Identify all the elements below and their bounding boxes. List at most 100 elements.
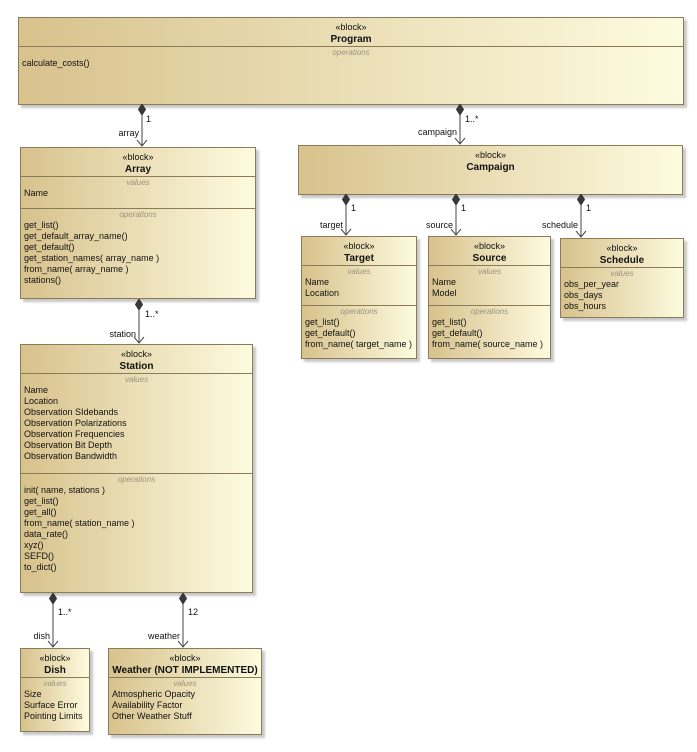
- feature-item: calculate_costs(): [22, 58, 90, 68]
- multiplicity-label: 1: [146, 114, 152, 124]
- connector-program-campaign[interactable]: [452, 104, 468, 145]
- feature-item: Observation Bit Depth: [24, 440, 113, 450]
- stereotype-label: «block»: [335, 22, 367, 32]
- connector-station-dish[interactable]: [45, 593, 61, 648]
- arrowhead-icon: [454, 137, 466, 145]
- stereotype-label: «block»: [122, 152, 154, 162]
- compartment-label: values: [347, 267, 371, 276]
- stereotype-label: «block»: [39, 653, 71, 663]
- multiplicity-label: 1: [586, 203, 592, 213]
- feature-item: to_dict(): [24, 562, 57, 572]
- connector-campaign-source[interactable]: [448, 194, 464, 236]
- compartment-label: values: [126, 178, 150, 187]
- feature-item: Name: [24, 385, 49, 395]
- feature-item: Observation Polarizations: [24, 418, 127, 428]
- compartment-label: values: [43, 679, 67, 688]
- feature-item: Observation Frequencies: [24, 429, 125, 439]
- feature-item: stations(): [24, 275, 62, 285]
- stereotype-label: «block»: [169, 653, 201, 663]
- operations-compartment: operations get_list()get_default_array_n…: [21, 208, 255, 298]
- feature-item: from_name( target_name ): [305, 339, 413, 349]
- composition-diamond-icon: [137, 104, 147, 116]
- feature-item: get_default(): [305, 328, 356, 338]
- feature-item: Pointing Limits: [24, 711, 83, 721]
- feature-item: Observation Bandwidth: [24, 451, 118, 461]
- connector-campaign-target[interactable]: [338, 194, 354, 236]
- feature-item: Location: [305, 288, 340, 298]
- composition-diamond-icon: [48, 593, 58, 605]
- block-campaign[interactable]: «block» Campaign: [298, 145, 683, 195]
- compartment-label: operations: [340, 307, 378, 316]
- feature-item: xyz(): [24, 540, 44, 550]
- arrowhead-icon: [575, 230, 587, 238]
- stereotype-label: «block»: [343, 241, 375, 251]
- role-label-weather: weather: [147, 631, 180, 641]
- block-title: Station: [119, 361, 154, 372]
- multiplicity-label: 1..*: [58, 607, 72, 617]
- block-title: Target: [344, 253, 374, 264]
- block-title: Source: [472, 253, 507, 264]
- feature-item: Location: [24, 396, 59, 406]
- feature-item: Name: [24, 188, 49, 198]
- stereotype-label: «block»: [120, 349, 153, 359]
- arrowhead-icon: [177, 640, 189, 648]
- feature-item: from_name( source_name ): [432, 339, 544, 349]
- feature-item: get_list(): [305, 317, 340, 327]
- feature-item: get_default_array_name(): [24, 231, 128, 241]
- compartment-label: values: [173, 679, 197, 688]
- multiplicity-label: 1: [351, 203, 357, 213]
- block-array[interactable]: «block» Array values Name operations get…: [20, 147, 256, 299]
- block-program[interactable]: «block» Program operations calculate_cos…: [18, 17, 684, 105]
- compartment-label: values: [477, 267, 502, 276]
- feature-item: Availability Factor: [112, 700, 183, 710]
- composition-diamond-icon: [178, 593, 188, 605]
- multiplicity-label: 12: [188, 607, 199, 617]
- operations-compartment: operations calculate_costs(): [19, 46, 683, 104]
- arrowhead-icon: [47, 640, 59, 648]
- connector-program-array[interactable]: [134, 104, 150, 147]
- feature-item: get_all(): [24, 507, 57, 517]
- connector-array-station[interactable]: [131, 299, 147, 344]
- block-title: Weather (NOT IMPLEMENTED): [112, 665, 258, 676]
- feature-item: Size: [24, 689, 42, 699]
- multiplicity-label: 1..*: [145, 309, 159, 319]
- composition-diamond-icon: [576, 194, 586, 206]
- operations-compartment: operations get_list()get_default()from_n…: [429, 305, 550, 358]
- feature-item: get_list(): [432, 317, 467, 327]
- compartment-label: operations: [117, 475, 156, 484]
- compartment-label: operations: [332, 48, 370, 57]
- block-weather[interactable]: «block» Weather (NOT IMPLEMENTED) values…: [108, 648, 262, 735]
- compartment-label: values: [124, 375, 149, 384]
- feature-item: obs_hours: [564, 301, 607, 311]
- feature-item: Surface Error: [24, 700, 78, 710]
- role-label-dish: dish: [33, 631, 50, 641]
- role-label-station: station: [109, 329, 136, 339]
- feature-item: Observation SIdebands: [24, 407, 119, 417]
- block-title: Campaign: [466, 162, 515, 173]
- feature-item: get_default(): [24, 242, 75, 252]
- connector-campaign-schedule[interactable]: [573, 194, 589, 238]
- block-title: Dish: [44, 665, 66, 676]
- block-title: Array: [124, 164, 152, 175]
- role-label-target: target: [319, 220, 343, 230]
- multiplicity-label: 1: [461, 203, 467, 213]
- role-label-source: source: [425, 220, 453, 230]
- composition-diamond-icon: [455, 104, 465, 116]
- compartment-label: operations: [470, 307, 509, 316]
- multiplicity-label: 1..*: [465, 114, 479, 124]
- stereotype-label: «block»: [474, 150, 507, 160]
- feature-item: Atmospheric Opacity: [112, 689, 196, 699]
- connector-station-weather[interactable]: [175, 593, 191, 648]
- compartment-label: values: [610, 269, 634, 278]
